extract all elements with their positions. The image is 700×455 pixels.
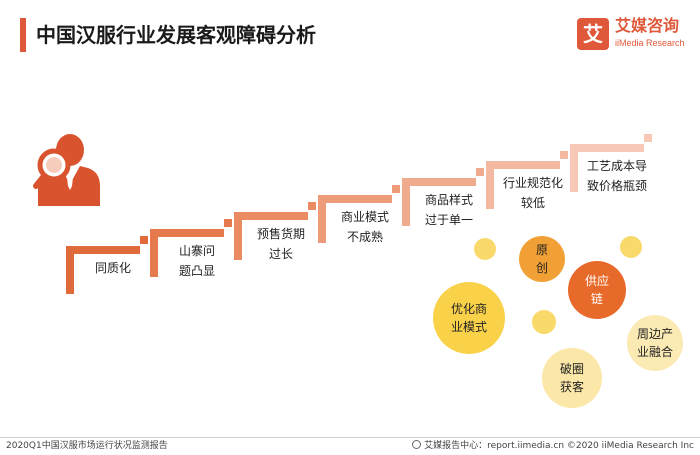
globe-icon: [412, 440, 422, 449]
bubble-text: 破圈获客: [559, 362, 584, 394]
brand-logo: 艾 艾媒咨询 iiMedia Research: [577, 16, 693, 56]
step-shape: [318, 185, 400, 243]
step-label-line: 题凸显: [178, 264, 215, 278]
step-label-line: 行业规范化: [502, 176, 563, 190]
logo-name-en: iiMedia Research: [615, 38, 685, 48]
bubble-1: 供应链: [568, 261, 626, 319]
step-shape: [150, 219, 232, 277]
step-label: 行业规范化较低: [494, 173, 572, 213]
decorative-bubble: [474, 238, 496, 260]
step-shape: [570, 134, 652, 192]
bubble-3: 周边产业融合: [627, 315, 683, 371]
bubble-text: 供应链: [584, 274, 609, 306]
step-shape: [66, 236, 148, 294]
step-shape: [486, 151, 568, 209]
step-label-line: 同质化: [94, 261, 131, 275]
bubble-4: 破圈获客: [542, 348, 602, 408]
step-shape: [402, 168, 484, 226]
bubble-text: 周边产业融合: [636, 327, 673, 359]
footer-source: 艾媒报告中心：report.iimedia.cn ©2020 iiMedia R…: [412, 440, 694, 453]
bubble-2: 优化商业模式: [433, 282, 505, 354]
bubble-text: 优化商业模式: [450, 302, 487, 334]
person-search-icon: [33, 134, 100, 206]
decorative-bubble: [620, 236, 642, 258]
decorative-bubble: [532, 310, 556, 334]
step-label-line: 商业模式: [340, 210, 389, 224]
step-label-line: 山寨问: [178, 244, 215, 258]
bubble-0: 原创: [519, 236, 565, 282]
footer-report-name: 2020Q1中国汉服市场运行状况监测报告: [6, 441, 168, 451]
logo-name-cn: 艾媒咨询: [615, 16, 680, 35]
step-shape: [234, 202, 316, 260]
step-label: 工艺成本导致价格瓶颈: [578, 156, 656, 196]
page-title: 中国汉服行业发展客观障碍分析: [36, 23, 316, 47]
footer-divider: [0, 437, 700, 438]
step-label-line: 不成熟: [346, 230, 383, 244]
bubble-text: 原创: [535, 243, 548, 275]
step-label-line: 较低: [520, 196, 545, 210]
step-label: 山寨问题凸显: [158, 241, 236, 281]
step-label: 同质化: [74, 258, 152, 278]
step-label-line: 致价格瓶颈: [586, 179, 647, 193]
step-label: 商品样式过于单一: [410, 190, 488, 230]
title-accent-bar: [20, 18, 26, 52]
step-label-line: 工艺成本导: [586, 159, 647, 173]
step-label-line: 预售货期: [256, 227, 305, 241]
step-label-line: 过于单一: [424, 213, 473, 227]
logo-mark: 艾: [577, 18, 609, 50]
step-label-line: 过长: [268, 247, 293, 261]
step-label: 商业模式不成熟: [326, 207, 404, 247]
step-label: 预售货期过长: [242, 224, 320, 264]
footer-source-text: 艾媒报告中心：report.iimedia.cn ©2020 iiMedia R…: [424, 441, 694, 451]
step-label-line: 商品样式: [424, 193, 473, 207]
